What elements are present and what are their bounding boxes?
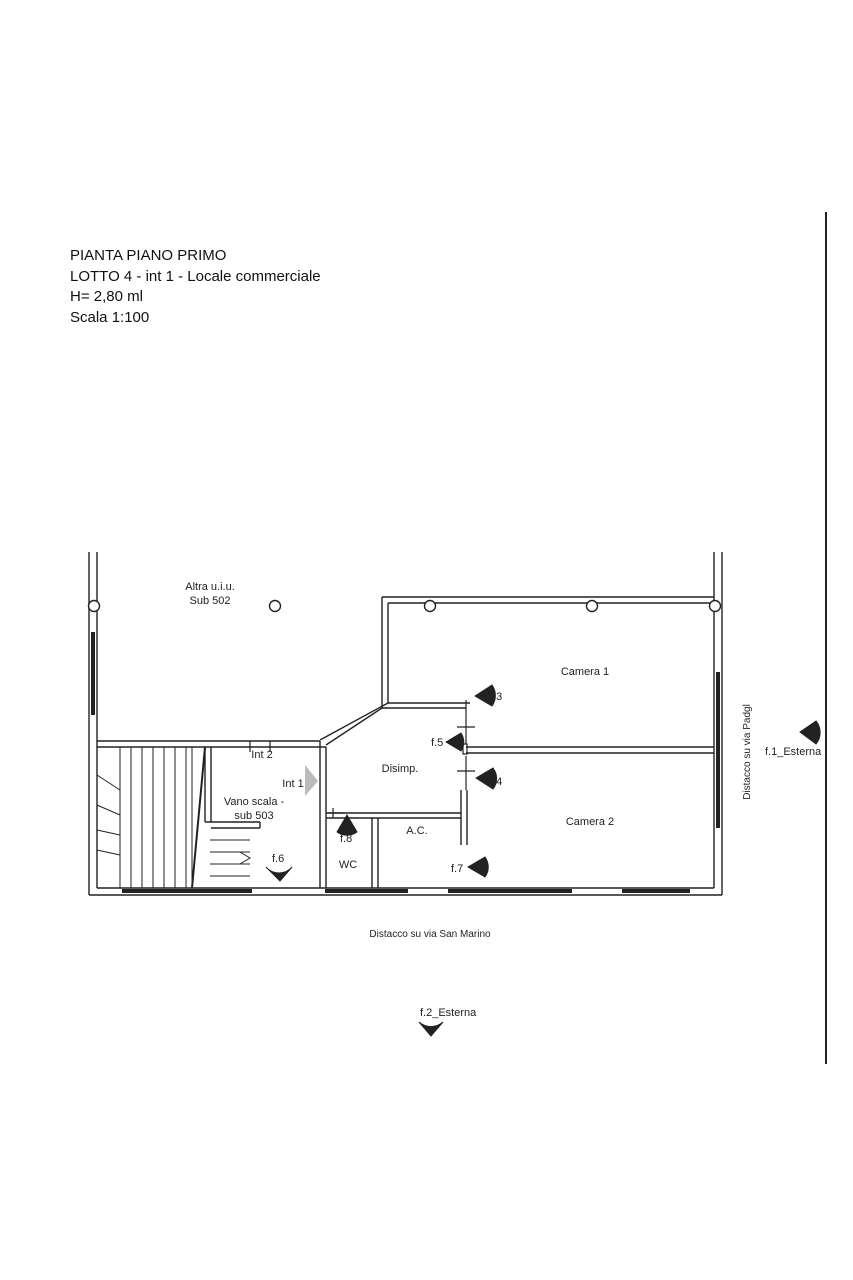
distacco-bottom-label: Distacco su via San Marino <box>369 929 491 940</box>
camera-view-f6-icon <box>265 866 293 882</box>
ceiling-height: H= 2,80 ml <box>70 288 143 305</box>
f5-label: f.5 <box>431 737 443 749</box>
int1-entrance-arrow-icon <box>305 765 318 796</box>
scale-label: Scala 1:100 <box>70 308 150 326</box>
f1-esterna-label: f.1_Esterna <box>765 746 822 758</box>
camera-view-f5-icon <box>445 732 465 752</box>
altra-uiu-label: Altra u.i.u. <box>185 581 235 593</box>
building-walls <box>88 552 723 896</box>
int1-label: Int 1 <box>282 778 303 790</box>
plan-title: PIANTA PIANO PRIMO <box>70 247 227 264</box>
camera-view-f7-icon <box>467 856 489 878</box>
distacco-right-label: Distacco su via Padgl <box>742 704 753 800</box>
vano-scala-label: Vano scala - <box>224 796 285 808</box>
camera-view-f2-icon <box>418 1021 444 1037</box>
doors <box>249 700 475 818</box>
photo-point-icons <box>265 684 821 1037</box>
f2-esterna-label: f.2_Esterna <box>420 1007 477 1019</box>
staircase <box>96 746 251 889</box>
sub503-label: sub 503 <box>234 810 273 822</box>
camera2-label: Camera 2 <box>566 816 614 828</box>
pillars <box>87 599 722 613</box>
camera-view-f8-icon <box>336 814 358 836</box>
lot-subtitle: LOTTO 4 - int 1 - Locale commerciale <box>70 267 321 285</box>
f8-label: f.8 <box>340 833 352 845</box>
f4-label: f.4 <box>490 776 502 788</box>
f3-label: f.3 <box>490 691 502 703</box>
windows <box>91 632 720 893</box>
wc-label: WC <box>339 859 357 871</box>
camera1-label: Camera 1 <box>561 666 609 678</box>
sub502-label: Sub 502 <box>190 595 231 607</box>
f6-label: f.6 <box>272 853 284 865</box>
ac-label: A.C. <box>406 825 427 837</box>
camera-view-f1-icon <box>799 720 821 745</box>
camera-view-f3-icon <box>474 684 496 707</box>
f7-label: f.7 <box>451 863 463 875</box>
disimp-label: Disimp. <box>382 763 419 775</box>
int2-label: Int 2 <box>251 749 272 761</box>
camera-view-f4-icon <box>475 767 498 790</box>
title-block: PIANTA PIANO PRIMO LOTTO 4 - int 1 - Loc… <box>70 246 321 328</box>
